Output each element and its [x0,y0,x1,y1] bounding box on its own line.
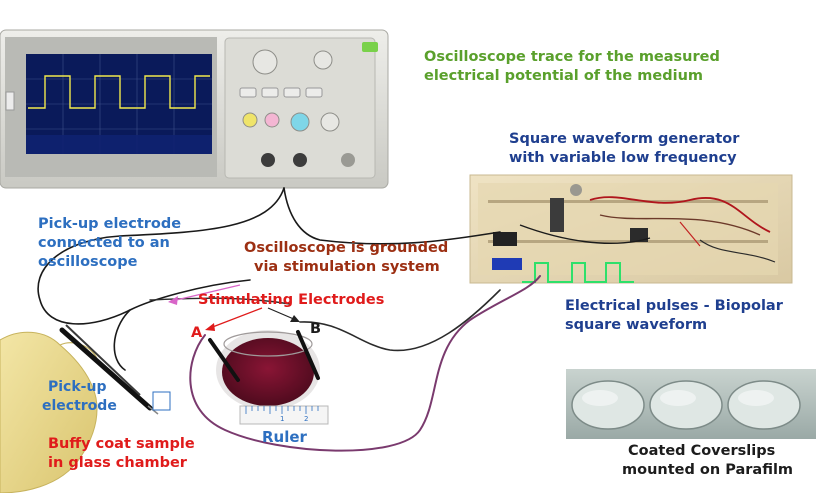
stimulating-electrodes-text: Stimulating Electrodes [198,292,385,308]
scope-grounded-label: Oscilloscope is grounded via stimulation… [244,239,448,277]
electrode-a-label: A [191,324,202,343]
electrode-b-text: B [310,321,322,337]
buffy-coat-line-2: in glass chamber [48,455,187,471]
scope-grounded-line-1: Oscilloscope is grounded [244,240,449,256]
pickup-connected-line-1: Pick-up electrode [38,216,182,232]
ruler-graphic: 1 2 [239,405,329,425]
square-wave-generator-label: Square waveform generator with variable … [509,130,739,168]
oscilloscope [0,29,389,189]
pickup-connected-line-3: oscilloscope [38,254,138,270]
square-wave-generator-line-1: Square waveform generator [509,131,740,147]
coverslips-label: Coated Coverslips mounted on Parafilm [622,442,793,480]
pickup-connected-line-2: connected to an [38,235,170,251]
electrical-pulses-line-1: Electrical pulses - Biopolar [565,298,783,314]
scope-grounded-line-2: via stimulation system [254,259,440,275]
gloved-hand [0,324,171,493]
electrical-pulses-label: Electrical pulses - Biopolar square wave… [565,297,783,335]
pickup-electrode-label: Pick-up electrode [42,378,117,416]
oscilloscope-trace-line-1: Oscilloscope trace for the measured [424,49,720,65]
stimulating-electrodes-label: Stimulating Electrodes [198,291,384,310]
ruler-label: Ruler [262,428,307,447]
pointer-arrows [168,284,300,331]
square-wave-generator-line-2: with variable low frequency [509,150,737,166]
coverslips-line-2: mounted on Parafilm [622,462,794,478]
electrical-pulses-line-2: square waveform [565,317,708,333]
ruler-text: Ruler [262,428,307,446]
oscilloscope-trace-line-2: electrical potential of the medium [424,68,703,84]
electrode-a-text: A [191,325,203,341]
pickup-electrode-line-2: electrode [42,398,117,414]
coverslips-line-1: Coated Coverslips [628,443,776,459]
scope-waveform [28,75,210,109]
buffy-coat-line-1: Buffy coat sample [48,436,195,452]
oscilloscope-trace-label: Oscilloscope trace for the measured elec… [424,48,720,86]
glass-chamber [208,330,320,410]
pickup-connected-label: Pick-up electrode connected to an oscill… [38,215,181,272]
cables [37,187,541,452]
pulse-waveform [522,262,634,283]
ruler-tick-2: 2 [304,415,308,423]
pickup-electrode-line-1: Pick-up [48,379,107,395]
electrode-b-label: B [310,320,321,339]
ruler-tick-1: 1 [280,415,284,423]
breadboard [469,174,793,284]
coverslips-photo [566,369,816,439]
buffy-coat-label: Buffy coat sample in glass chamber [48,435,195,473]
